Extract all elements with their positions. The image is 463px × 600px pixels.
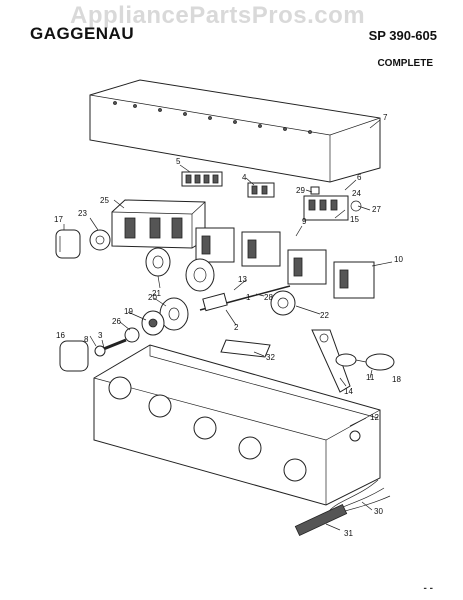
- small-connector: [247, 182, 275, 198]
- callout-7: 7: [383, 113, 388, 122]
- callout-22: 22: [320, 311, 329, 320]
- callout-9: 9: [302, 217, 307, 226]
- rotary-switches: [195, 227, 375, 299]
- callout-23: 23: [78, 209, 87, 218]
- connector-strip: [181, 171, 223, 187]
- brand-logo: GAGGENAU: [30, 24, 135, 43]
- callout-2: 2: [234, 323, 239, 332]
- washer-26: [124, 327, 140, 343]
- callout-13: 13: [238, 275, 247, 284]
- washer-23: [89, 229, 111, 251]
- callout-10: 10: [394, 255, 403, 264]
- diagram-subtitle: COMPLETE: [377, 58, 433, 69]
- callout-29: 29: [296, 186, 305, 195]
- part-number: SP 390-605: [368, 28, 437, 43]
- watermark: AppliancePartsPros.com: [70, 2, 366, 29]
- callout-21: 21: [152, 289, 161, 298]
- callout-19: 19: [124, 307, 133, 316]
- knob-left-lower: [59, 340, 89, 372]
- callout-30: 30: [374, 507, 383, 516]
- leader-lines: [63, 119, 393, 531]
- callout-28: 28: [264, 293, 273, 302]
- callout-6: 6: [357, 173, 362, 182]
- callout-26: 26: [112, 317, 121, 326]
- callout-15: 15: [350, 215, 359, 224]
- knob-left-upper: [55, 229, 81, 259]
- callout-17: 17: [54, 215, 63, 224]
- callout-5: 5: [176, 157, 181, 166]
- callout-labels: 7 5 4 29 6 24 27 15 25 17 23 9 10 21 13 …: [54, 113, 403, 538]
- lamp-assembly: [335, 353, 395, 371]
- ring-clip: [350, 200, 362, 212]
- callout-27: 27: [372, 205, 381, 214]
- callout-32: 32: [266, 353, 275, 362]
- cover-holes: [113, 101, 312, 134]
- callout-25: 25: [100, 196, 109, 205]
- callout-4: 4: [242, 173, 247, 182]
- shaft-assembly: [199, 285, 296, 316]
- plate-32: [220, 339, 271, 358]
- callout-3: 3: [98, 331, 103, 340]
- callout-24: 24: [352, 189, 361, 198]
- callout-31: 31: [344, 529, 353, 538]
- page-mark: - -: [423, 583, 433, 594]
- callout-16: 16: [56, 331, 65, 340]
- main-switch-block: [111, 199, 206, 249]
- callout-18: 18: [392, 375, 401, 384]
- callout-12: 12: [370, 413, 379, 422]
- callout-14: 14: [344, 387, 353, 396]
- top-cover-panel: [89, 79, 381, 183]
- washers-21: [145, 247, 215, 292]
- power-cable: [294, 479, 391, 537]
- bracket-14: [311, 329, 351, 393]
- callout-1: 1: [246, 293, 251, 302]
- shaft-3: [94, 338, 127, 357]
- small-clip: [310, 186, 320, 195]
- terminal-block: [303, 195, 349, 221]
- callout-8: 8: [84, 335, 89, 344]
- callout-11: 11: [366, 373, 375, 382]
- callout-20: 20: [148, 293, 157, 302]
